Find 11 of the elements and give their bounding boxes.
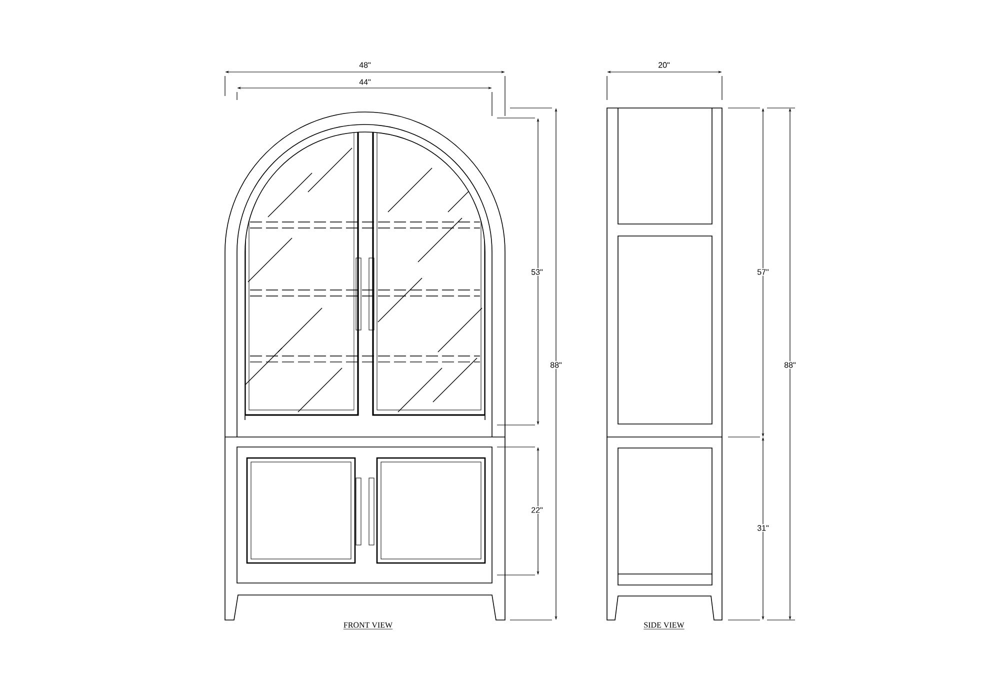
dimension-label: 22" — [530, 506, 544, 514]
dimension-label: 31" — [756, 524, 770, 532]
view-title: SIDE VIEW — [643, 622, 685, 630]
dimension-label: 20" — [657, 61, 671, 69]
dimension-label: 57" — [756, 268, 770, 276]
dimension-label: 48" — [358, 61, 372, 69]
dimension-label: 88" — [549, 361, 563, 369]
dimension-label: 53" — [530, 268, 544, 276]
dimension-label: 88" — [783, 361, 797, 369]
view-title: FRONT VIEW — [343, 622, 393, 630]
dimension-label: 44" — [358, 78, 372, 86]
